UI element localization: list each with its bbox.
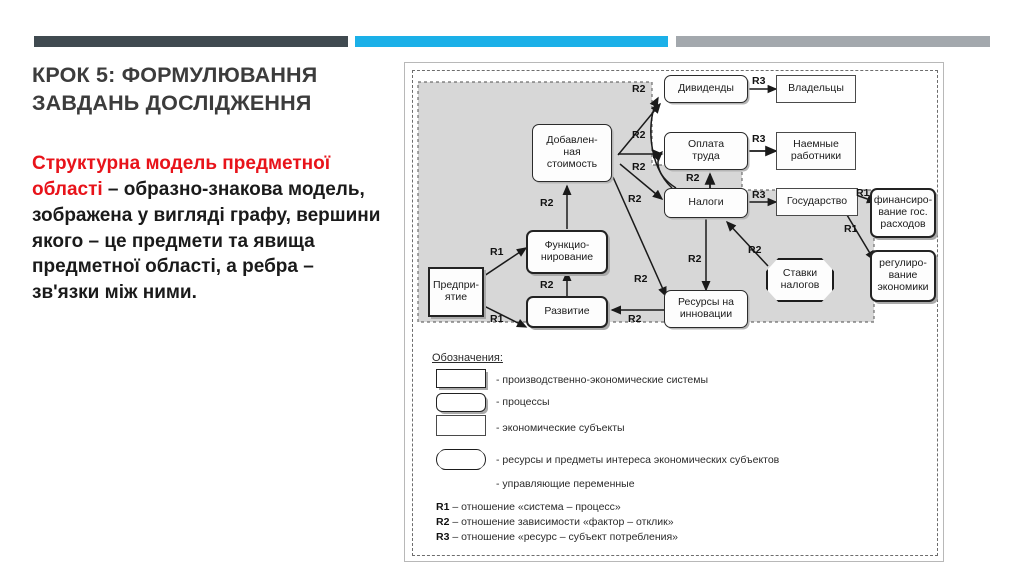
relation-r3: R3 – отношение «ресурс – субъект потребл… <box>430 531 930 543</box>
node-labor-payment[interactable]: Оплата труда <box>664 132 748 170</box>
relation-text: – отношение «ресурс – субъект потреблени… <box>449 531 679 543</box>
legend-item-processes: - процессы <box>430 392 930 414</box>
relation-text: – отношение «система – процесс» <box>449 501 621 513</box>
edge-label-r2-labor-taxes: R2 <box>686 172 700 184</box>
subject-swatch-icon <box>436 415 486 436</box>
edge-label-r2-taxes-innovation: R2 <box>688 253 702 265</box>
body-rest: – образно-знакова модель, зображена у ви… <box>32 178 381 304</box>
edge-label-r1-functioning: R1 <box>490 246 504 258</box>
node-development[interactable]: Развитие <box>526 296 608 328</box>
structural-model-graph: Предпри- ятие Функцио- нирование Развити… <box>404 62 944 352</box>
node-state[interactable]: Государство <box>776 188 858 216</box>
diagram-dashed-frame <box>412 70 938 556</box>
edge-label-r2-func-value: R2 <box>540 197 554 209</box>
edge-label-r2-taxes-labor: R2 <box>632 161 646 173</box>
legend-item-label: - производственно-экономические системы <box>496 374 709 386</box>
edge-label-r2-value-labor: R2 <box>632 129 646 141</box>
node-innovation-resources[interactable]: Ресурсы на инновации <box>664 290 748 328</box>
relation-code: R3 <box>436 531 450 543</box>
edge-label-r2-value-innovation: R2 <box>634 273 648 285</box>
accent-bar-gray <box>676 36 990 47</box>
body-highlight: Структурна модель предметної області <box>32 153 331 200</box>
legend-item-label: - управляющие переменные <box>496 478 635 490</box>
accent-bar-blue <box>355 36 668 47</box>
node-owners[interactable]: Владельцы <box>776 75 856 103</box>
edge-label-r3-labor-employees: R3 <box>752 133 766 145</box>
resource-swatch-icon <box>436 449 486 470</box>
relation-code: R2 <box>436 516 450 528</box>
node-functioning[interactable]: Функцио- нирование <box>526 230 608 274</box>
legend-item-subjects: - экономические субъекты <box>430 414 930 440</box>
legend-title: Обозначения: <box>432 352 503 364</box>
node-economy-regulation[interactable]: регулиро- вание экономики <box>870 250 936 302</box>
edge-label-r1-state-regulation: R1 <box>844 223 858 235</box>
body-paragraph: Структурна модель предметної області – о… <box>32 151 382 306</box>
legend-item-resources: - ресурсы и предметы интереса экономичес… <box>430 448 930 476</box>
legend-item-control-variables: - управляющие переменные <box>430 476 930 498</box>
node-employees[interactable]: Наемные работники <box>776 132 856 170</box>
edge-label-r1-development: R1 <box>490 313 504 325</box>
legend: Обозначения: - производственно-экономиче… <box>430 352 930 543</box>
edge-label-r3-dividends-owners: R3 <box>752 75 766 87</box>
relation-code: R1 <box>436 501 450 513</box>
relation-r1: R1 – отношение «система – процесс» <box>430 501 930 513</box>
relation-text: – отношение зависимости «фактор – отклик… <box>449 516 674 528</box>
relation-r2: R2 – отношение зависимости «фактор – отк… <box>430 516 930 528</box>
left-text-column: КРОК 5: ФОРМУЛЮВАННЯ ЗАВДАНЬ ДОСЛІДЖЕННЯ… <box>32 62 382 306</box>
node-gov-spending[interactable]: финансиро- вание гос. расходов <box>870 188 936 238</box>
node-added-value[interactable]: Добавлен- ная стоимость <box>532 124 612 182</box>
legend-item-label: - процессы <box>496 396 550 408</box>
edge-label-r2-value-taxes: R2 <box>628 193 642 205</box>
page-title: КРОК 5: ФОРМУЛЮВАННЯ ЗАВДАНЬ ДОСЛІДЖЕННЯ <box>32 63 318 115</box>
edge-label-r3-taxes-state: R3 <box>752 189 766 201</box>
legend-item-label: - экономические субъекты <box>496 422 625 434</box>
node-taxes[interactable]: Налоги <box>664 188 748 218</box>
accent-bar-group <box>0 36 1024 47</box>
edge-label-r1-state-spending: R1 <box>856 187 870 199</box>
legend-item-label: - ресурсы и предметы интереса экономичес… <box>496 454 780 466</box>
edge-label-r2-innovation-development: R2 <box>628 313 642 325</box>
node-dividends[interactable]: Дивиденды <box>664 75 748 103</box>
edge-label-r2-value-dividends: R2 <box>632 83 646 95</box>
legend-item-systems: - производственно-экономические системы <box>430 369 930 392</box>
edge-label-r2-rates-taxes: R2 <box>748 244 762 256</box>
edge-label-r2-dev-func: R2 <box>540 279 554 291</box>
node-enterprise[interactable]: Предпри- ятие <box>428 267 484 317</box>
process-swatch-icon <box>436 393 486 412</box>
node-tax-rates[interactable]: Ставки налогов <box>766 258 834 302</box>
accent-bar-dark <box>34 36 348 47</box>
system-swatch-icon <box>436 369 486 388</box>
